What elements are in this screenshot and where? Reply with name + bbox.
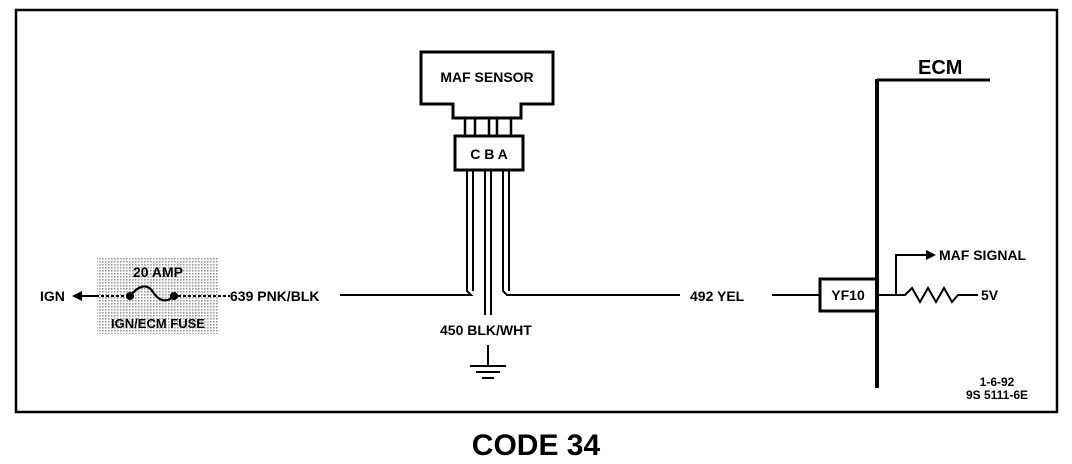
arrow-left-icon (72, 291, 82, 301)
fuse-rating-label: 20 AMP (133, 264, 183, 280)
five-v-label: 5V (981, 287, 999, 303)
diagram-frame (14, 8, 1059, 414)
maf-sensor: MAF SENSOR (419, 50, 555, 136)
date-code: 1-6-92 (980, 375, 1015, 389)
connector-cba: C B A (453, 134, 525, 172)
part-code: 9S 5111-6E (966, 388, 1028, 402)
ign-arrow: IGN (40, 288, 97, 304)
wire-450 (484, 170, 492, 315)
maf-signal-label: MAF SIGNAL (939, 247, 1027, 263)
fuse-ign-ecm: 20 AMP IGN/ECM FUSE (96, 258, 230, 334)
wire-492-label: 492 YEL (690, 288, 745, 304)
wire-639-label: 639 PNK/BLK (230, 288, 319, 304)
ecm-module: ECM (875, 57, 990, 388)
ecm-label: ECM (918, 57, 962, 79)
wire-492 (502, 170, 820, 296)
figure-caption: CODE 34 (472, 429, 601, 462)
maf-signal-line: MAF SIGNAL (895, 247, 1027, 295)
ground-symbol (470, 345, 506, 379)
fuse-name-label: IGN/ECM FUSE (111, 316, 205, 331)
fuse-element-icon (129, 285, 175, 302)
ign-label: IGN (40, 288, 65, 304)
maf-sensor-label: MAF SENSOR (440, 69, 533, 85)
wire-639 (340, 170, 474, 296)
yf10-terminal: YF10 (818, 277, 879, 313)
wire-450-label: 450 BLK/WHT (440, 322, 532, 338)
yf10-label: YF10 (831, 287, 865, 303)
pullup-resistor: 5V (879, 285, 999, 305)
connector-pin-labels: C B A (470, 146, 508, 162)
arrow-right-icon (926, 250, 936, 260)
resistor-icon (879, 285, 978, 305)
